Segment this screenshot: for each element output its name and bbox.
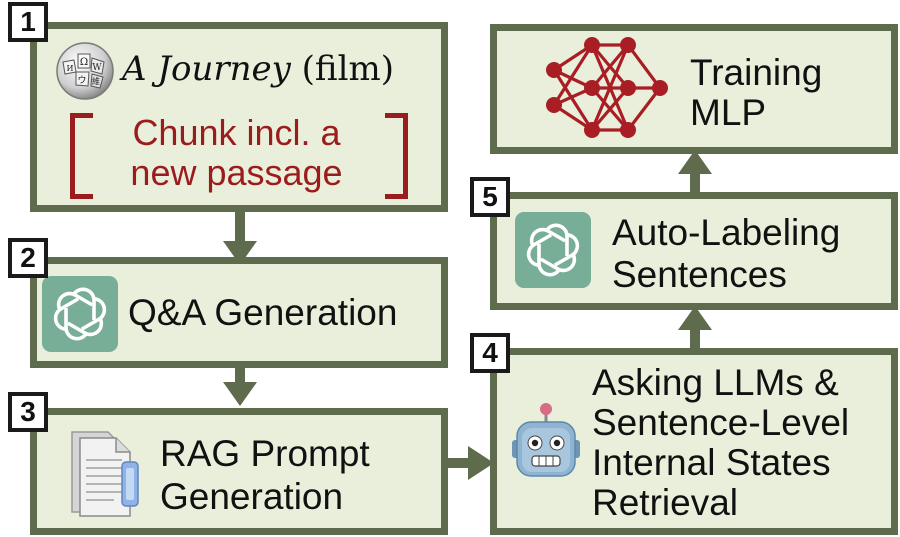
arrow-3-to-4	[440, 446, 494, 480]
asking-llms-label-line4: Retrieval	[592, 482, 738, 523]
svg-text:Ω: Ω	[80, 57, 88, 68]
training-label-line2: MLP	[690, 92, 767, 133]
openai-logo-icon	[515, 212, 591, 288]
training-label-line1: Training	[690, 52, 823, 93]
chunk-label-line2: new passage	[130, 152, 343, 193]
step-3-badge: 3	[8, 392, 48, 432]
training-box	[490, 24, 898, 154]
robot-icon	[512, 403, 580, 477]
chunk-bracket-right	[385, 113, 408, 199]
step-4-badge: 4	[470, 333, 510, 373]
chunk-label-line1: Chunk incl. a	[132, 112, 341, 153]
document-icon	[71, 431, 139, 517]
source-title-rest: (film)	[301, 49, 394, 89]
step-2-badge: 2	[8, 238, 48, 278]
source-title-italic: A Journey	[122, 49, 291, 89]
source-title: A Journey (film)	[122, 47, 394, 91]
auto-labeling-label-line1: Auto-Labeling	[612, 212, 841, 253]
arrow-5-to-6	[678, 150, 712, 198]
wikipedia-globe-icon: Ω И W ウ 維	[56, 42, 114, 100]
svg-text:ウ: ウ	[77, 75, 86, 86]
arrow-1-to-2	[223, 205, 257, 265]
svg-text:И: И	[67, 64, 74, 73]
qa-generation-label: Q&A Generation	[128, 292, 398, 333]
step-5-badge: 5	[470, 177, 510, 217]
asking-llms-label-line3: Internal States	[592, 442, 831, 483]
svg-text:W: W	[92, 63, 102, 73]
asking-llms-label-line2: Sentence-Level	[592, 402, 850, 443]
rag-prompt-label-line2: Generation	[160, 476, 344, 517]
chunk-bracket-left	[70, 113, 93, 199]
svg-text:維: 維	[92, 76, 100, 86]
arrow-2-to-3	[223, 362, 257, 406]
rag-prompt-label-line1: RAG Prompt	[160, 433, 370, 474]
openai-logo-icon	[42, 276, 118, 352]
step-1-badge: 1	[8, 2, 48, 42]
arrow-4-to-5	[678, 306, 712, 354]
neural-network-icon	[546, 37, 668, 138]
asking-llms-label-line1: Asking LLMs &	[592, 362, 839, 403]
auto-labeling-label-line2: Sentences	[612, 254, 787, 295]
